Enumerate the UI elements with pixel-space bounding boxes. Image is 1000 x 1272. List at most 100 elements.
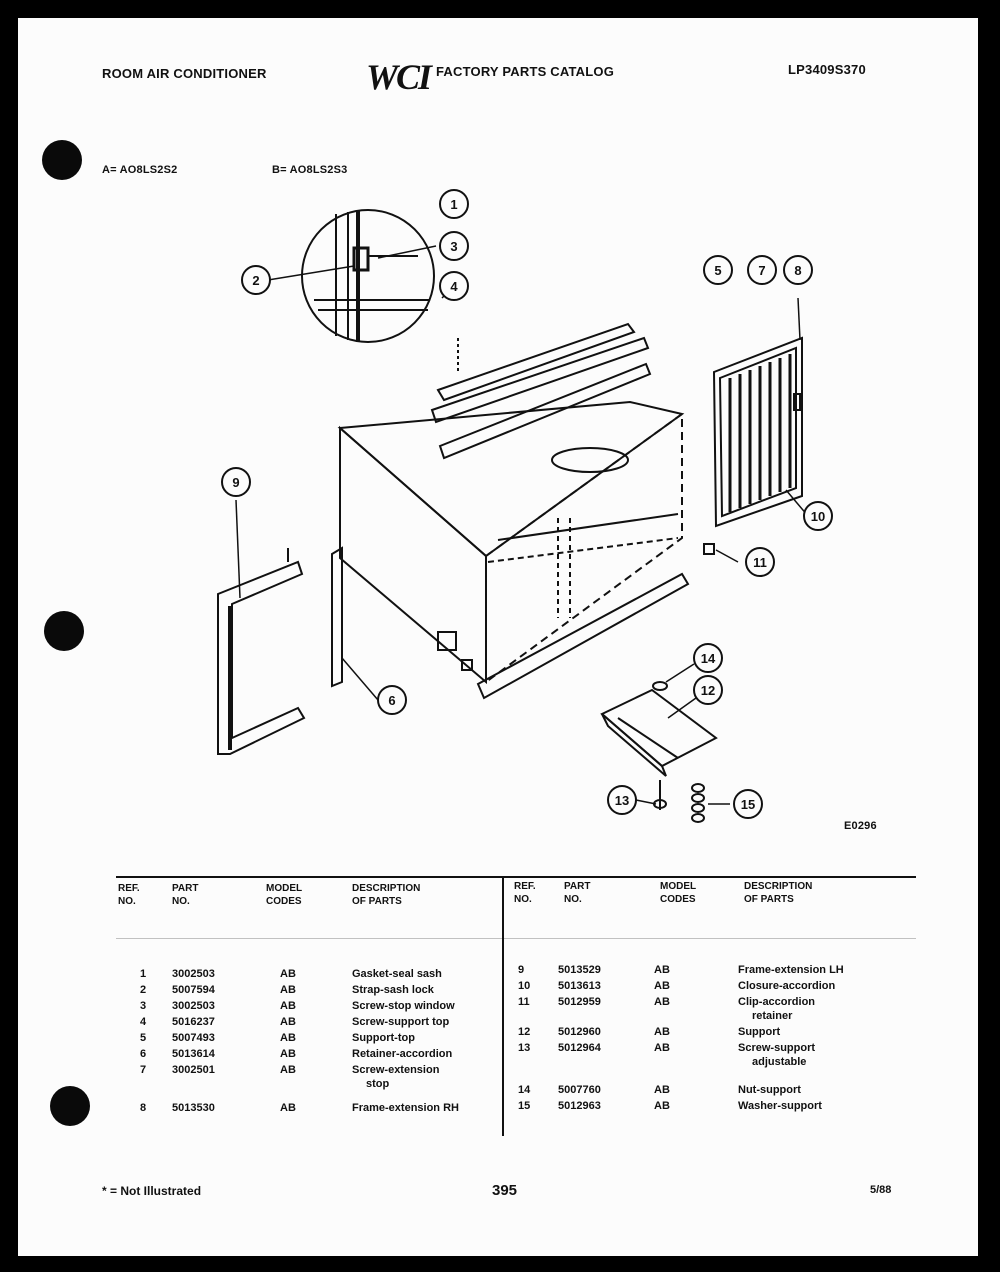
part-no: 3002503 xyxy=(172,968,215,980)
callout-15: 15 xyxy=(733,789,763,819)
svg-text:7: 7 xyxy=(758,263,765,278)
part-no: 5013529 xyxy=(558,964,601,976)
ref-no: 10 xyxy=(518,980,531,992)
svg-text:14: 14 xyxy=(701,651,716,666)
description: Screw-stop window xyxy=(352,1000,455,1012)
revision-date: 5/88 xyxy=(870,1184,892,1196)
svg-text:9: 9 xyxy=(232,475,239,490)
svg-text:8: 8 xyxy=(794,263,801,278)
table-top-rule xyxy=(116,876,916,878)
model-code: AB xyxy=(654,1084,670,1096)
svg-text:13: 13 xyxy=(615,793,629,808)
retainer-strip xyxy=(331,546,343,688)
callout-13: 13 xyxy=(607,785,637,815)
svg-text:12: 12 xyxy=(701,683,715,698)
ref-no: 11 xyxy=(518,996,530,1008)
table-row: 12 5012960 AB Support xyxy=(508,1026,888,1040)
catalog-number: LP3409S370 xyxy=(788,62,866,77)
part-no: 5007493 xyxy=(172,1032,215,1044)
binder-hole-middle xyxy=(44,611,84,651)
brand-logo: WCI xyxy=(366,57,432,97)
ref-no: 7 xyxy=(140,1064,147,1076)
description: Strap-sash lock xyxy=(352,984,434,996)
description-continued: stop xyxy=(366,1078,390,1090)
ref-no: 15 xyxy=(518,1100,531,1112)
callout-14: 14 xyxy=(693,643,723,673)
model-code: AB xyxy=(280,1016,296,1028)
ref-no: 1 xyxy=(140,968,147,980)
header-underline xyxy=(116,938,916,939)
callout-6: 6 xyxy=(377,685,407,715)
part-no: 5007760 xyxy=(558,1084,601,1096)
callout-3: 3 xyxy=(439,231,469,261)
header-left-title: ROOM AIR CONDITIONER xyxy=(102,66,267,81)
description: Washer-support xyxy=(738,1100,822,1112)
col-desc-left: DESCRIPTION OF PARTS xyxy=(352,883,421,907)
callout-11: 11 xyxy=(745,547,775,577)
description: Retainer-accordion xyxy=(352,1048,453,1060)
part-no: 5013613 xyxy=(558,980,601,992)
col-ref-left: REF. NO. xyxy=(118,883,140,907)
svg-text:15: 15 xyxy=(741,797,755,812)
part-no: 5012960 xyxy=(558,1026,601,1038)
description: Gasket-seal sash xyxy=(352,968,442,980)
model-code: AB xyxy=(280,1032,296,1044)
cabinet-body xyxy=(337,400,685,685)
description: Closure-accordion xyxy=(738,980,836,992)
parts-table: REF. NO. PART NO. MODEL CODES DESCRIPTIO… xyxy=(116,876,916,1136)
part-no: 5013530 xyxy=(172,1102,215,1114)
part-no: 5007594 xyxy=(172,984,215,996)
part-no: 5016237 xyxy=(172,1016,215,1028)
accordion-panel xyxy=(703,336,803,555)
model-code: AB xyxy=(280,1064,296,1076)
model-code: AB xyxy=(654,996,670,1008)
callout-12: 12 xyxy=(693,675,723,705)
bottom-rail xyxy=(476,572,690,700)
page-number: 395 xyxy=(492,1182,518,1199)
table-row: 10 5013613 AB Closure-accordion xyxy=(508,980,888,994)
ref-no: 14 xyxy=(518,1084,531,1096)
description: Screw-extension xyxy=(352,1064,440,1076)
table-divider xyxy=(502,876,504,1136)
ref-no: 12 xyxy=(518,1026,531,1038)
callout-8: 8 xyxy=(783,255,813,285)
description-continued: adjustable xyxy=(752,1056,807,1068)
part-no: 5013614 xyxy=(172,1048,215,1060)
callout-9: 9 xyxy=(221,467,251,497)
callout-4: 4 xyxy=(439,271,469,301)
table-row: 14 5007760 AB Nut-support xyxy=(508,1084,888,1098)
ref-no: 6 xyxy=(140,1048,147,1060)
svg-text:4: 4 xyxy=(450,279,458,294)
model-code: AB xyxy=(280,1000,296,1012)
table-row: 9 5013529 AB Frame-extension LH xyxy=(508,964,888,978)
left-extension-frame xyxy=(217,548,306,755)
description: Screw-support top xyxy=(352,1016,450,1028)
model-code: AB xyxy=(654,964,670,976)
description: Nut-support xyxy=(738,1084,801,1096)
model-code: AB xyxy=(654,980,670,992)
part-no: 3002501 xyxy=(172,1064,215,1076)
table-row: 4 5016237 AB Screw-support top xyxy=(116,1016,496,1030)
model-code: AB xyxy=(280,968,296,980)
description: Support xyxy=(738,1026,781,1038)
col-model-left: MODEL CODES xyxy=(266,883,303,907)
model-code: AB xyxy=(654,1026,670,1038)
model-code: AB xyxy=(280,1102,296,1114)
col-desc-right: DESCRIPTION OF PARTS xyxy=(744,881,813,905)
ref-no: 9 xyxy=(518,964,525,976)
support-bracket xyxy=(600,681,718,823)
ref-no: 4 xyxy=(140,1016,147,1028)
header-center-title: FACTORY PARTS CATALOG xyxy=(436,64,615,79)
model-b: B= AO8LS2S3 xyxy=(272,164,348,176)
svg-text:2: 2 xyxy=(252,273,259,288)
callout-2: 2 xyxy=(241,265,271,295)
svg-text:1: 1 xyxy=(450,197,457,212)
catalog-sheet: ROOM AIR CONDITIONER WCI FACTORY PARTS C… xyxy=(18,18,978,1256)
top-rails xyxy=(430,322,652,460)
description: Frame-extension LH xyxy=(738,964,844,976)
